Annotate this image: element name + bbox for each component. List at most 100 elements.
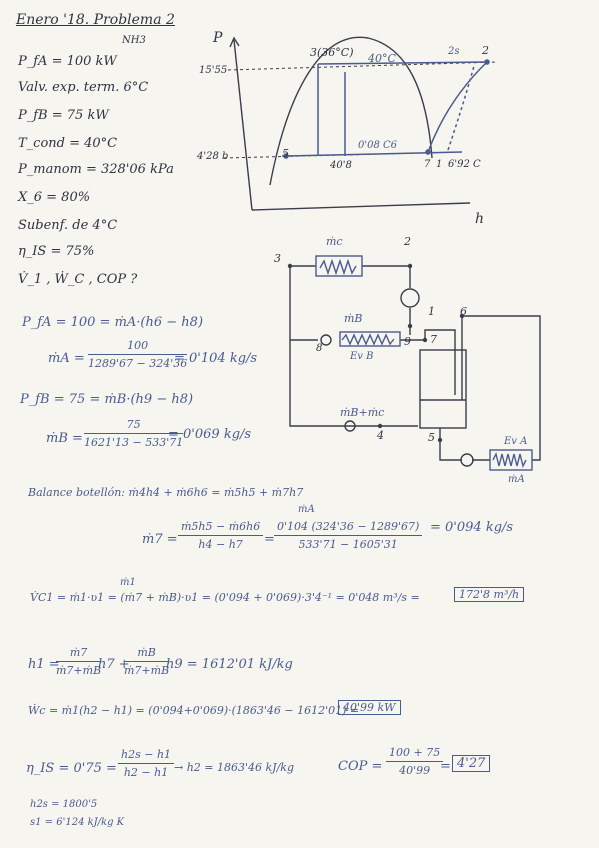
mb-result: = 0'069 kg/s	[168, 427, 252, 442]
eta-fraction: h2s − h1 h2 − h1	[118, 748, 175, 779]
evaporator-a-zigzag	[492, 451, 527, 469]
s1-note: s1 = 6'124 kJ/kg K	[30, 817, 125, 828]
point-3-label: 3(36°C)	[310, 46, 354, 59]
cop-equals: =	[440, 759, 451, 774]
evaporator-a-coil	[489, 449, 533, 471]
cycle-compression	[427, 61, 488, 153]
mc-label: ṁc	[326, 235, 343, 248]
v1-sup: ṁ1	[120, 577, 136, 588]
point-7-dot	[425, 149, 431, 155]
t692-label: 6'92 C	[448, 159, 481, 170]
h1-mid: h7 +	[98, 657, 130, 672]
m7-denominator-1: h4 − h7	[198, 538, 243, 551]
ma-label: ṁA	[508, 474, 525, 485]
h1-a-numerator: ṁ7	[56, 646, 102, 662]
m7-numerator-1: ṁ5h5 − ṁ6h6	[178, 520, 264, 536]
pipe-7	[424, 329, 456, 395]
node-5-label: 5	[428, 431, 435, 444]
h1-b-denominator: ṁ7+ṁB	[124, 664, 170, 677]
pfb-equation: P_fB = 75 = ṁB·(h9 − h8)	[20, 392, 194, 407]
h2s-note: h2s = 1800'5	[30, 799, 98, 810]
valve-main	[344, 420, 356, 432]
node-7-label: 7	[430, 333, 437, 346]
pipe-5	[439, 428, 462, 461]
m7-equals: =	[264, 532, 275, 547]
node-1-dot	[407, 323, 413, 329]
pfa-equation: P_fA = 100 = ṁA·(h6 − h8)	[22, 315, 204, 330]
cop-fraction: 100 + 75 40'99	[386, 746, 444, 777]
h1-fraction-a: ṁ7 ṁ7+ṁB	[56, 646, 102, 677]
eta-lhs: η_IS = 0'75 =	[26, 761, 117, 776]
m7-lhs: ṁ7 =	[142, 532, 178, 547]
mb-denominator: 1621'13 − 533'71	[84, 436, 184, 449]
v1-result-box: 172'8 m³/h	[454, 587, 525, 602]
point-5-dot	[283, 153, 289, 159]
point-2-label: 2	[482, 44, 489, 57]
h1-fraction-b: ṁB ṁ7+ṁB	[124, 646, 170, 677]
node-4-label: 4	[377, 429, 384, 442]
saturation-dome	[269, 36, 433, 186]
evaporator-b-zigzag	[341, 333, 395, 346]
point-2-dot	[484, 59, 490, 65]
cop-numerator: 100 + 75	[386, 746, 444, 762]
cycle-condensation	[317, 61, 488, 65]
node-5-dot	[437, 437, 443, 443]
condenser-coil	[315, 255, 363, 277]
p-axis-line	[233, 39, 253, 211]
cop-lhs: COP =	[338, 759, 383, 774]
p-axis-label: P	[213, 30, 223, 46]
problem-title: Enero '18. Problema 2	[16, 12, 175, 28]
m7-fraction-2: 0'104 (324'36 − 1289'67) 533'71 − 1605'3…	[274, 520, 423, 551]
node-9-label: 9	[404, 335, 411, 348]
node-4-dot	[377, 423, 383, 429]
given-x6: X_6 = 80%	[18, 190, 91, 205]
v1-equation: V̇C1 = ṁ1·ʋ1 = (ṁ7 + ṁB)·ʋ1 = (0'094 + 0…	[30, 591, 420, 604]
eta-denominator: h2 − h1	[123, 766, 169, 779]
node-6-dot	[459, 313, 465, 319]
point-7-label: 7	[424, 159, 431, 170]
ma-lhs: ṁA =	[48, 351, 85, 366]
ph-cycle	[283, 59, 490, 159]
balance-sub: ṁA	[298, 504, 315, 515]
h1-lhs: h1 =	[28, 657, 60, 672]
given-pmanom: P_manom = 328'06 kPa	[18, 162, 174, 177]
pump	[460, 453, 474, 467]
eta-numerator: h2s − h1	[118, 748, 175, 764]
point-1-label: 1	[436, 159, 443, 170]
point-2s-label: 2s	[448, 46, 460, 57]
given-valve: Valv. exp. term. 6°C	[18, 80, 149, 95]
wc-result-box: 40'99 kW	[338, 700, 401, 715]
ma-numerator: 100	[88, 339, 188, 355]
m7-denominator-2: 533'71 − 1605'31	[298, 538, 398, 551]
p-axis-arrow	[229, 36, 240, 48]
mb-lhs: ṁB =	[46, 431, 83, 446]
p-low-label: 4'28 b	[197, 151, 229, 162]
m7-numerator-2: 0'104 (324'36 − 1289'67)	[274, 520, 423, 536]
pipe-eva-return	[462, 315, 541, 461]
tcond-label: 40°C	[368, 52, 396, 65]
ma-fraction: 100 1289'67 − 324'36	[88, 339, 188, 370]
wc-equation: Ẇc = ṁ1(h2 − h1) = (0'094+0'069)·(1863'4…	[28, 704, 360, 717]
mbmc-label: ṁB+ṁc	[340, 406, 385, 419]
node-1-label: 1	[428, 305, 435, 318]
p-high-label: 15'55	[199, 65, 228, 76]
node-2-dot	[407, 263, 413, 269]
m7-fraction-1: ṁ5h5 − ṁ6h6 h4 − h7	[178, 520, 264, 551]
node-3-dot	[287, 263, 293, 269]
node-6-label: 6	[460, 305, 467, 318]
eva-label: Ev A	[504, 436, 528, 447]
cop-result-box: 4'27	[452, 755, 491, 772]
node-2-label: 2	[404, 235, 411, 248]
isentropic-compression	[447, 65, 475, 151]
schematic-nodes	[287, 263, 465, 443]
pipe-left	[289, 266, 418, 427]
ma-result: = 0'104 kg/s	[174, 351, 258, 366]
h1-a-denominator: ṁ7+ṁB	[56, 664, 102, 677]
balance-equation: Balance botellón: ṁ4h4 + ṁ6h6 = ṁ5h5 + ṁ…	[28, 486, 304, 499]
evb-label: Ev B	[350, 351, 374, 362]
given-pfb: P_fB = 75 kW	[18, 108, 109, 123]
mb-numerator: 75	[84, 418, 184, 434]
separator-tank	[419, 349, 467, 429]
ma-denominator: 1289'67 − 324'36	[88, 357, 188, 370]
